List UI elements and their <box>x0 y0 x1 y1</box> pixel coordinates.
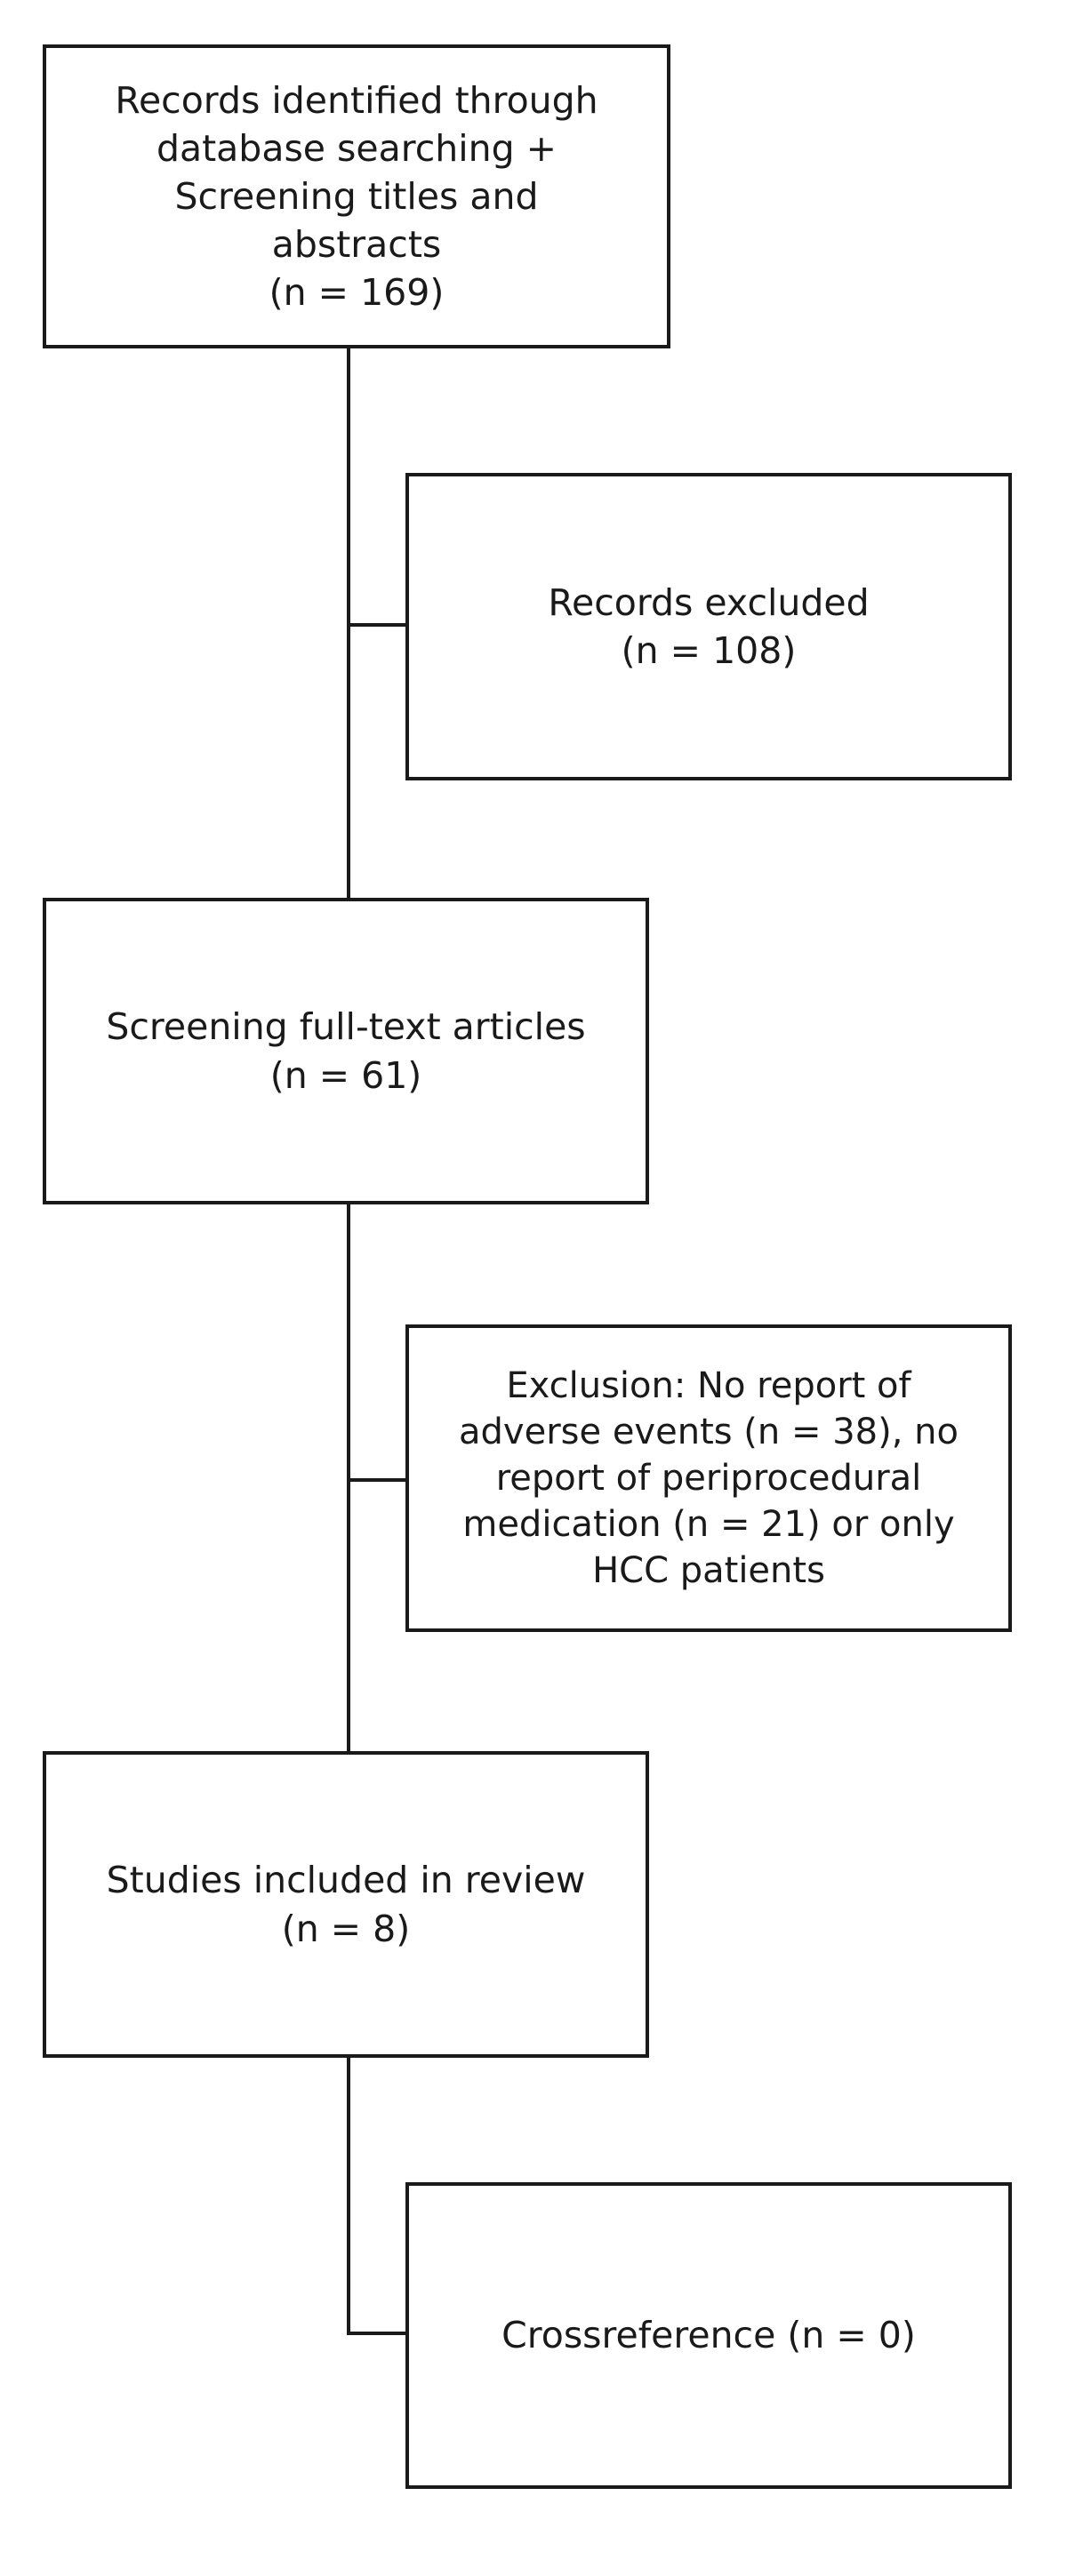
box-text-line: report of periprocedural <box>495 1458 922 1499</box>
box-text-line: abstracts <box>271 223 442 267</box>
records-excluded-box: Records excluded (n = 108) <box>405 473 1012 780</box>
box-text-line: Screening full-text articles <box>106 1005 586 1049</box>
box-text-line: Records excluded <box>548 580 870 624</box>
records-identified-box: Records identified through database sear… <box>43 44 670 348</box>
exclusion-reasons-box: Exclusion: No report of adverse events (… <box>405 1324 1012 1632</box>
box-text-line: database searching + <box>156 126 558 170</box>
box-text-line: Crossreference (n = 0) <box>501 2314 916 2357</box>
box-count: (n = 169) <box>269 271 445 315</box>
box-count: (n = 8) <box>281 1907 411 1950</box>
box-text-line: adverse events (n = 38), no <box>459 1412 959 1452</box>
box-text-line: medication (n = 21) or only <box>462 1504 955 1545</box>
box-text-line: HCC patients <box>592 1550 825 1591</box>
crossreference-box: Crossreference (n = 0) <box>405 2182 1012 2489</box>
screening-full-text-box: Screening full-text articles (n = 61) <box>43 898 649 1204</box>
box-text-line: Studies included in review <box>106 1859 586 1902</box>
box-count: (n = 61) <box>269 1053 422 1097</box>
box-text-line: Records identified through <box>115 78 598 122</box>
box-count: (n = 108) <box>621 629 797 672</box>
studies-included-box: Studies included in review (n = 8) <box>43 1751 649 2058</box>
box-text-line: Exclusion: No report of <box>506 1365 911 1406</box>
box-text-line: Screening titles and <box>174 174 539 218</box>
